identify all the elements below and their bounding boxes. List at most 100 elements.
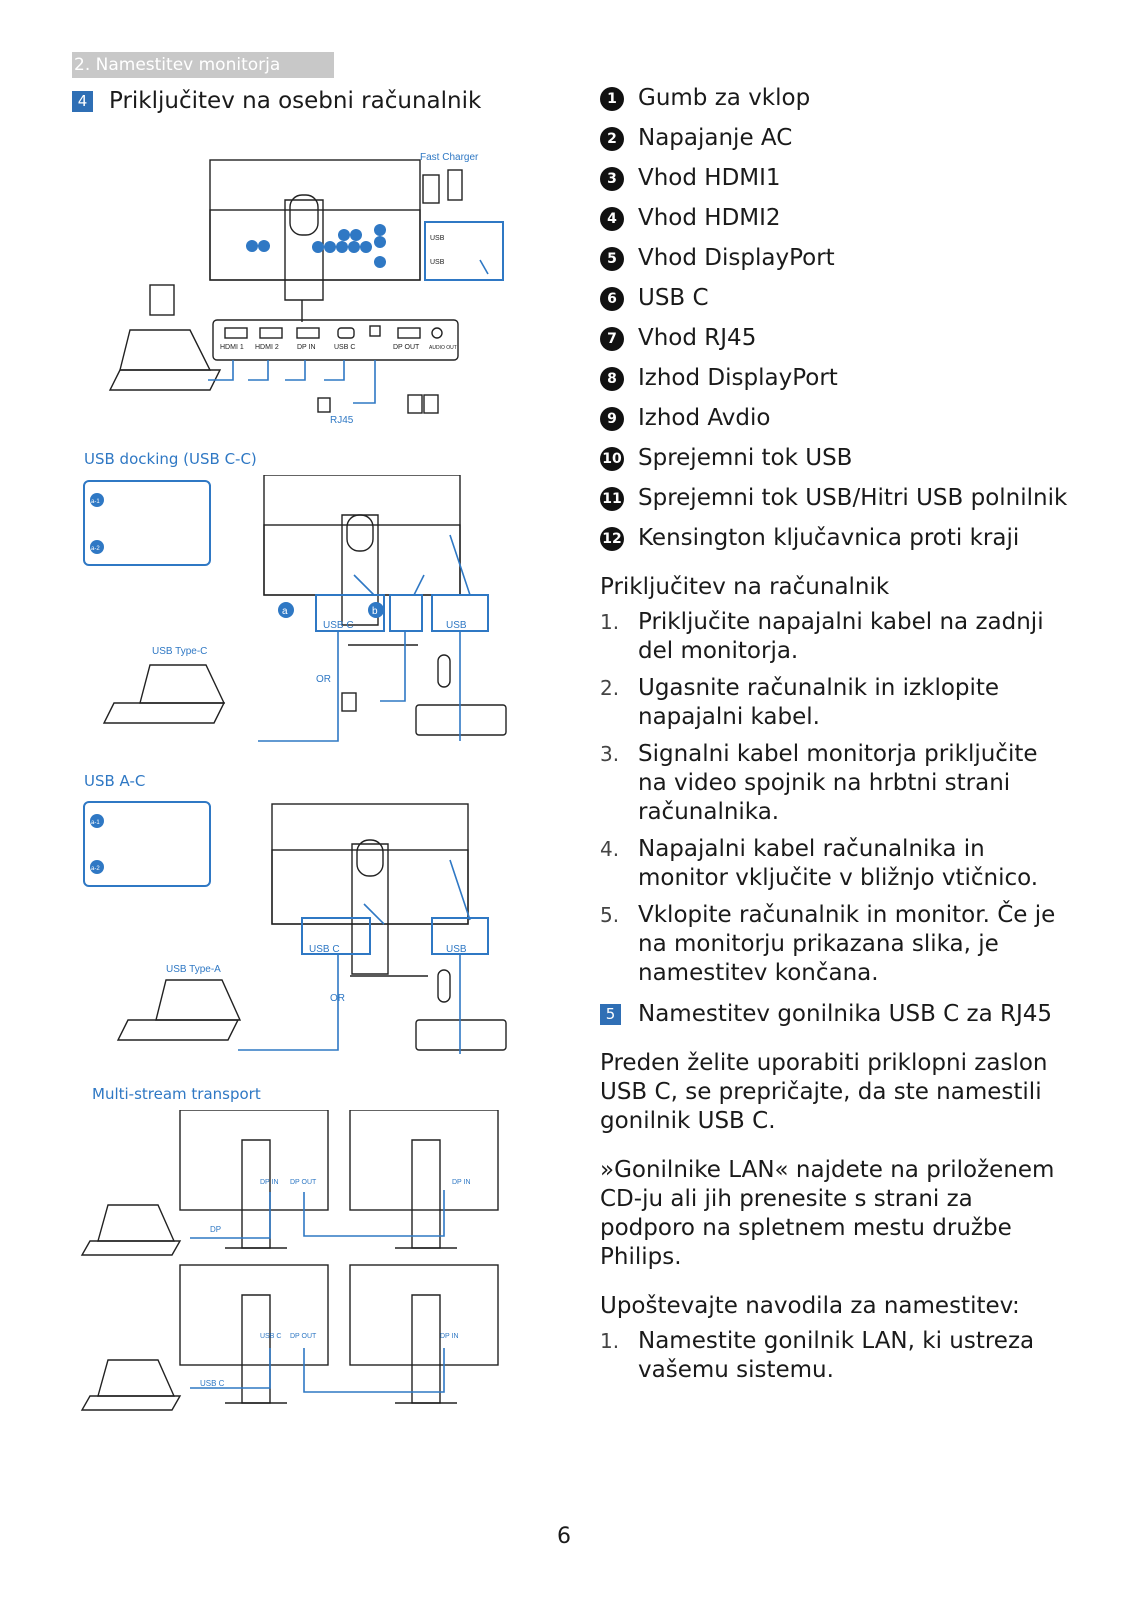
step-number: 4.	[600, 837, 620, 861]
section5-p3: Upoštevajte navodila za namestitev:	[600, 1293, 1020, 1319]
port-number-badge: 1	[600, 87, 624, 111]
or-label: OR	[316, 674, 331, 685]
port-number-badge: 10	[600, 447, 624, 471]
connect-step: 5. Vklopite računalnik in monitor. Če je …	[600, 901, 1070, 988]
heading-text: Priključitev na osebni računalnik	[109, 88, 482, 114]
section5-heading: 5 Namestitev gonilnika USB C za RJ45	[600, 1000, 1070, 1029]
step-number: 1.	[600, 610, 620, 634]
port-label: Vhod HDMI1	[638, 165, 781, 191]
marker-a1: a-1	[91, 499, 100, 505]
section-tab: 2. Namestitev monitorja	[72, 52, 334, 78]
port-hdmi1: HDMI 1	[220, 344, 244, 351]
connect-step: 2. Ugasnite računalnik in izklopite napaj…	[600, 674, 1070, 732]
connect-step: 1. Priključite napajalni kabel na zadnji …	[600, 608, 1070, 666]
port-number-badge: 9	[600, 407, 624, 431]
port-item: 9 Izhod Avdio	[600, 404, 1070, 433]
marker-a: a	[282, 606, 288, 617]
step-number: 2.	[600, 676, 620, 700]
step-text: Napajalni kabel računalnika in monitor v…	[638, 836, 1039, 891]
usb-c-label: USB C	[309, 944, 340, 955]
port-number-badge: 6	[600, 287, 624, 311]
section5-title: Namestitev gonilnika USB C za RJ45	[638, 1001, 1053, 1027]
usb-a-c-diagram: USB C USB USB Type-A OR a-1 a-2	[83, 801, 507, 1054]
dp-in-label-3: DP IN	[440, 1333, 459, 1340]
marker-a1: a-1	[91, 820, 100, 826]
usb-docking-title: USB docking (USB C-C)	[84, 450, 257, 468]
port-number-badge: 2	[600, 127, 624, 151]
port-dp-out: DP OUT	[393, 344, 420, 351]
port-item: 6 USB C	[600, 284, 1070, 313]
port-label: USB C	[638, 285, 709, 311]
connect-step: 4. Napajalni kabel računalnika in monitor…	[600, 835, 1070, 893]
port-label: Sprejemni tok USB/Hitri USB polnilnik	[638, 485, 1068, 511]
marker-a2: a-2	[91, 866, 100, 872]
port-number-badge: 3	[600, 167, 624, 191]
port-usb-c: USB C	[334, 344, 355, 351]
step-text: Priključite napajalni kabel na zadnji de…	[638, 609, 1044, 664]
marker-a2: a-2	[91, 546, 100, 552]
usb-docking-diagram: a b USB C USB USB Type-C OR a-1 a-2	[83, 475, 507, 742]
port-item: 5 Vhod DisplayPort	[600, 244, 1070, 273]
port-label: Izhod DisplayPort	[638, 365, 838, 391]
step-text: Signalni kabel monitorja priključite na …	[638, 741, 1038, 825]
port-number-badge: 12	[600, 527, 624, 551]
rj45-label: RJ45	[330, 415, 354, 426]
step-number: 5.	[600, 903, 620, 927]
usb-c-label-mst: USB C	[260, 1333, 281, 1340]
step-number: 1.	[600, 1329, 620, 1353]
usb-c-label: USB C	[323, 620, 354, 631]
usb-label-2: USB	[430, 259, 445, 266]
port-dp-in: DP IN	[297, 344, 316, 351]
port-hdmi2: HDMI 2	[255, 344, 279, 351]
usb-type-c-label: USB Type-C	[152, 646, 207, 657]
page-number: 6	[557, 1524, 571, 1549]
port-label: Vhod DisplayPort	[638, 245, 835, 271]
step-text: Namestite gonilnik LAN, ki ustreza vašem…	[638, 1328, 1035, 1383]
port-item: 11 Sprejemni tok USB/Hitri USB polnilnik	[600, 484, 1070, 513]
usb-a-c-title: USB A-C	[84, 772, 146, 790]
connect-step: 3. Signalni kabel monitorja priključite n…	[600, 740, 1070, 827]
port-label: Vhod RJ45	[638, 325, 757, 351]
section5-p1: Preden želite uporabiti priklopni zaslon…	[600, 1050, 1048, 1134]
port-item: 2 Napajanje AC	[600, 124, 1070, 153]
dp-in-label-2: DP IN	[452, 1179, 471, 1186]
mst-diagram: DP IN DP OUT DP IN DP USB C DP OUT DP IN…	[80, 1110, 499, 1411]
port-item: 1 Gumb za vklop	[600, 84, 1070, 113]
section5-p2: »Gonilnike LAN« najdete na priloženem CD…	[600, 1157, 1055, 1270]
port-label: Sprejemni tok USB	[638, 445, 853, 471]
port-audio-out: AUDIO OUT	[429, 345, 457, 351]
or-label: OR	[330, 993, 345, 1004]
port-number-badge: 5	[600, 247, 624, 271]
port-item: 3 Vhod HDMI1	[600, 164, 1070, 193]
port-number-badge: 4	[600, 207, 624, 231]
usb-c-label-laptop: USB C	[200, 1379, 225, 1388]
port-label: Kensington ključavnica proti kraji	[638, 525, 1020, 551]
port-number-badge: 8	[600, 367, 624, 391]
dp-out-label-1: DP OUT	[290, 1179, 317, 1186]
step-text: Vklopite računalnik in monitor. Če je na…	[638, 902, 1056, 986]
dp-in-label-1: DP IN	[260, 1179, 279, 1186]
port-label: Izhod Avdio	[638, 405, 771, 431]
mst-title: Multi-stream transport	[92, 1085, 261, 1103]
port-item: 10 Sprejemni tok USB	[600, 444, 1070, 473]
port-item: 8 Izhod DisplayPort	[600, 364, 1070, 393]
connect-title: Priključitev na računalnik	[600, 574, 890, 600]
port-label: Napajanje AC	[638, 125, 793, 151]
port-label: Gumb za vklop	[638, 85, 811, 111]
usb-type-a-label: USB Type-A	[166, 964, 221, 975]
heading-number: 4	[72, 91, 93, 112]
step-number: 3.	[600, 742, 620, 766]
usb-label: USB	[446, 620, 467, 631]
port-number-badge: 11	[600, 487, 624, 511]
usb-label: USB	[446, 944, 467, 955]
dp-out-label-2: DP OUT	[290, 1333, 317, 1340]
connection-diagram: Fast Charger HDMI 1 HDMI 2 DP IN USB C D…	[108, 152, 504, 426]
section5-number: 5	[600, 1004, 621, 1025]
marker-b: b	[372, 606, 378, 617]
fast-charger-label: Fast Charger	[420, 152, 479, 163]
step-text: Ugasnite računalnik in izklopite napajal…	[638, 675, 1000, 730]
